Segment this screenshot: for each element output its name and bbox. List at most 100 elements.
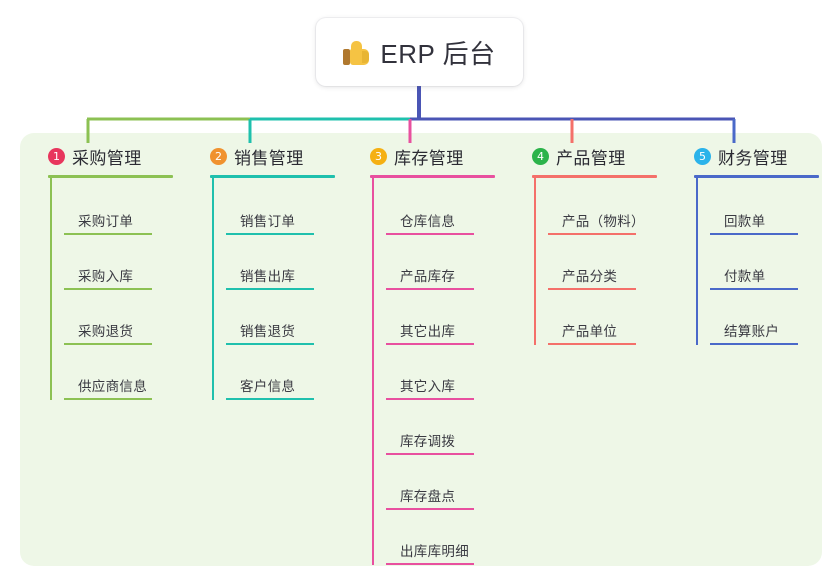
leaf-underline (64, 233, 152, 235)
column-产品管理: 4 产品管理产品（物料） 产品分类产品单位 (512, 143, 672, 345)
leaf-item[interactable]: 客户信息 (226, 345, 350, 400)
column-title: 采购管理 (72, 148, 142, 168)
leaf-item-label: 结算账户 (724, 324, 780, 339)
column-header[interactable]: 1 采购管理 (28, 143, 188, 169)
column-title: 库存管理 (394, 148, 464, 168)
leaf-item[interactable]: 销售订单 (226, 180, 350, 235)
leaf-underline (226, 233, 314, 235)
leaf-item[interactable]: 销售退货 (226, 290, 350, 345)
leaf-underline (64, 343, 152, 345)
leaf-underline (64, 288, 152, 290)
leaf-item-label: 其它出库 (400, 324, 456, 339)
column-underline (210, 175, 335, 178)
leaf-item[interactable]: 付款单 (710, 235, 834, 290)
connector-lines (86, 86, 736, 143)
column-title: 产品管理 (556, 148, 626, 168)
column-header[interactable]: 5 财务管理 (674, 143, 834, 169)
root-title: ERP 后台 (380, 38, 496, 69)
column-财务管理: 5 财务管理回款单付款单结算账户 (674, 143, 834, 345)
leaf-item[interactable]: 销售出库 (226, 235, 350, 290)
leaf-item-label: 产品（物料） (562, 214, 645, 229)
leaf-underline (226, 398, 314, 400)
column-underline (370, 175, 495, 178)
column-underline (48, 175, 173, 178)
leaf-underline (548, 233, 636, 235)
leaf-item[interactable]: 出库库明细 (386, 510, 510, 565)
column-采购管理: 1 采购管理采购订单采购入库采购退货供应商信息 (28, 143, 188, 400)
leaf-item-label: 产品单位 (562, 324, 618, 339)
leaf-underline (226, 343, 314, 345)
branch-spine (696, 178, 698, 345)
leaf-item[interactable]: 库存盘点 (386, 455, 510, 510)
leaf-item[interactable]: 采购订单 (64, 180, 188, 235)
leaf-item-label: 采购退货 (78, 324, 134, 339)
leaf-item[interactable]: 产品（物料） (548, 180, 672, 235)
leaf-list: 仓库信息产品库存其它出库其它入库库存调拨库存盘点出库库明细 (372, 178, 510, 565)
leaf-list: 产品（物料） 产品分类产品单位 (534, 178, 672, 345)
leaf-item[interactable]: 产品分类 (548, 235, 672, 290)
leaf-item-label: 销售退货 (240, 324, 296, 339)
column-title: 销售管理 (234, 148, 304, 168)
leaf-item-label: 产品库存 (400, 269, 456, 284)
column-number-badge: 4 (532, 147, 549, 165)
column-number-badge: 3 (370, 147, 387, 165)
column-header[interactable]: 2 销售管理 (190, 143, 350, 169)
leaf-item[interactable]: 其它出库 (386, 290, 510, 345)
column-underline (694, 175, 819, 178)
leaf-item-label: 销售出库 (240, 269, 296, 284)
leaf-item-label: 采购入库 (78, 269, 134, 284)
leaf-list: 回款单付款单结算账户 (696, 178, 834, 345)
leaf-item-label: 供应商信息 (78, 379, 147, 394)
leaf-item-label: 付款单 (724, 269, 766, 284)
column-销售管理: 2 销售管理销售订单销售出库销售退货客户信息 (190, 143, 350, 400)
leaf-underline (226, 288, 314, 290)
column-number-badge: 2 (210, 147, 227, 165)
leaf-item-label: 回款单 (724, 214, 766, 229)
leaf-item-label: 其它入库 (400, 379, 456, 394)
leaf-underline (386, 508, 474, 510)
leaf-item-label: 库存盘点 (400, 489, 456, 504)
column-header[interactable]: 4 产品管理 (512, 143, 672, 169)
column-number-badge: 5 (694, 147, 711, 165)
thumbs-up-icon (343, 40, 370, 66)
leaf-item[interactable]: 结算账户 (710, 290, 834, 345)
leaf-list: 采购订单采购入库采购退货供应商信息 (50, 178, 188, 400)
diagram-panel (20, 133, 822, 566)
column-number-badge: 1 (48, 147, 65, 165)
leaf-item[interactable]: 库存调拨 (386, 400, 510, 455)
root-node[interactable]: ERP 后台 (316, 18, 523, 86)
leaf-item[interactable]: 采购退货 (64, 290, 188, 345)
leaf-underline (64, 398, 152, 400)
leaf-underline (710, 233, 798, 235)
column-underline (532, 175, 657, 178)
branch-spine (212, 178, 214, 400)
leaf-underline (386, 343, 474, 345)
leaf-item-label: 采购订单 (78, 214, 134, 229)
leaf-item[interactable]: 回款单 (710, 180, 834, 235)
leaf-list: 销售订单销售出库销售退货客户信息 (212, 178, 350, 400)
column-库存管理: 3 库存管理仓库信息产品库存其它出库其它入库库存调拨库存盘点出库库明细 (350, 143, 510, 565)
leaf-item-label: 出库库明细 (400, 544, 469, 559)
leaf-underline (386, 233, 474, 235)
column-header[interactable]: 3 库存管理 (350, 143, 510, 169)
leaf-underline (548, 288, 636, 290)
leaf-item-label: 库存调拨 (400, 434, 456, 449)
leaf-item[interactable]: 供应商信息 (64, 345, 188, 400)
leaf-item-label: 客户信息 (240, 379, 296, 394)
leaf-underline (386, 453, 474, 455)
leaf-item[interactable]: 其它入库 (386, 345, 510, 400)
branch-spine (534, 178, 536, 345)
leaf-item[interactable]: 仓库信息 (386, 180, 510, 235)
leaf-item[interactable]: 采购入库 (64, 235, 188, 290)
leaf-item-label: 产品分类 (562, 269, 618, 284)
leaf-underline (386, 288, 474, 290)
leaf-item-label: 销售订单 (240, 214, 296, 229)
leaf-underline (710, 343, 798, 345)
leaf-underline (386, 563, 474, 565)
leaf-item[interactable]: 产品库存 (386, 235, 510, 290)
leaf-item[interactable]: 产品单位 (548, 290, 672, 345)
branch-spine (50, 178, 52, 400)
leaf-underline (710, 288, 798, 290)
column-title: 财务管理 (718, 148, 788, 168)
